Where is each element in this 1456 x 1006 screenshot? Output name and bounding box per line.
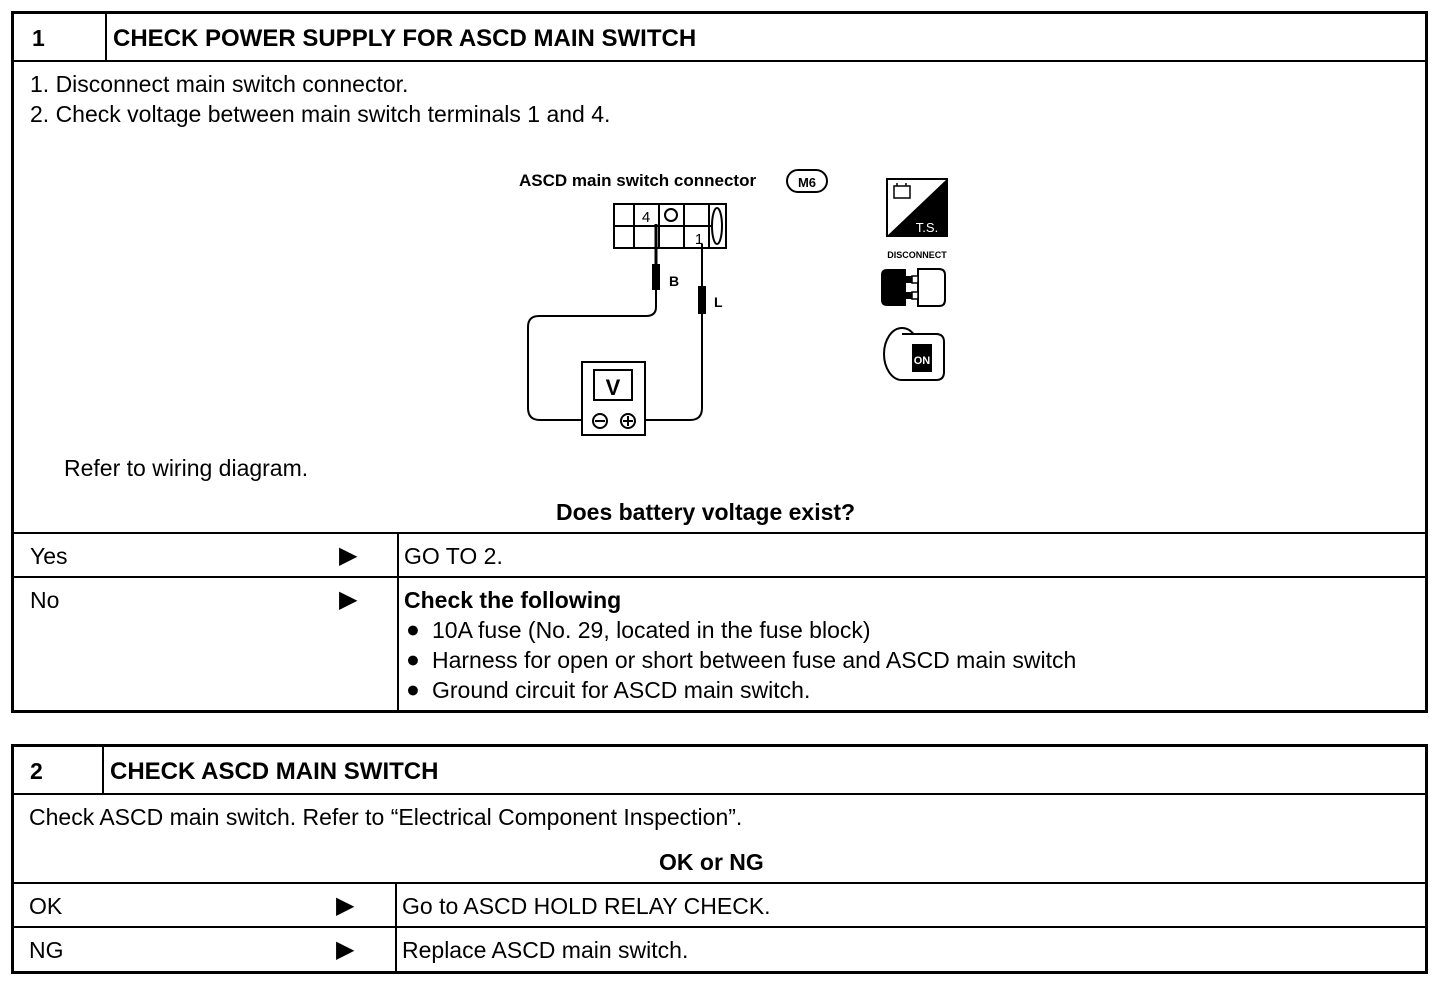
- wire-label-l: L: [714, 294, 723, 310]
- result-no-bullet-3: Ground circuit for ASCD main switch.: [432, 677, 811, 703]
- step1-title: CHECK POWER SUPPLY FOR ASCD MAIN SWITCH: [113, 25, 697, 52]
- step1-instruction-1: 1. Disconnect main switch connector.: [30, 71, 409, 97]
- step2-box: 2 CHECK ASCD MAIN SWITCH Check ASCD main…: [11, 744, 1428, 974]
- result-ok-action: Go to ASCD HOLD RELAY CHECK.: [402, 893, 771, 919]
- result-no-bullet-1: 10A fuse (No. 29, located in the fuse bl…: [432, 617, 871, 643]
- voltmeter-label: V: [606, 375, 621, 400]
- connector-code-badge: M6: [786, 169, 828, 193]
- ts-icon-label: T.S.: [916, 220, 938, 235]
- result-no-bullet-2: Harness for open or short between fuse a…: [432, 647, 1077, 673]
- voltmeter: [581, 361, 646, 436]
- voltage-check-diagram: ASCD main switch connector M6 4 1 B: [519, 169, 948, 436]
- step2-number-divider: [102, 747, 104, 793]
- result-yes-arrow-icon: ▶: [339, 542, 358, 569]
- step1-number: 1: [32, 25, 45, 51]
- result-yes-label: Yes: [30, 543, 68, 569]
- step2-results-column-divider: [395, 882, 397, 971]
- disconnect-icon-label: DISCONNECT: [887, 250, 947, 260]
- step1-results-top-divider: [14, 532, 1425, 534]
- step1-question: Does battery voltage exist?: [556, 499, 856, 525]
- step2-instruction: Check ASCD main switch. Refer to “Electr…: [29, 804, 743, 830]
- result-ng-action: Replace ASCD main switch.: [402, 937, 689, 963]
- probe-left: [652, 224, 660, 290]
- result-ok-arrow-icon: ▶: [336, 892, 355, 919]
- refer-wiring-text: Refer to wiring diagram.: [64, 455, 309, 481]
- terminal-4-label: 4: [642, 209, 650, 226]
- step1-box: 1 CHECK POWER SUPPLY FOR ASCD MAIN SWITC…: [11, 11, 1428, 713]
- connector-label: ASCD main switch connector: [519, 171, 756, 190]
- wire-right-lead: [630, 314, 703, 421]
- ignition-key-icon: [883, 327, 945, 381]
- wire-label-b: B: [669, 273, 679, 289]
- result-no-action-title: Check the following: [404, 587, 622, 613]
- connector-code: M6: [798, 175, 816, 190]
- result-no-label: No: [30, 587, 60, 613]
- step1-results-column-divider: [397, 532, 399, 713]
- step1-number-divider: [105, 14, 107, 60]
- result-no-bullet-dot: ●: [406, 676, 420, 702]
- step1-header-divider: [14, 60, 1425, 62]
- step2-title: CHECK ASCD MAIN SWITCH: [110, 758, 439, 785]
- result-no-bullet-dot: ●: [406, 616, 420, 642]
- result-no-bullet-dot: ●: [406, 646, 420, 672]
- result-ok-label: OK: [29, 893, 63, 919]
- ts-icon: [886, 178, 948, 237]
- step2-number: 2: [30, 758, 43, 784]
- connector-body: [613, 203, 727, 249]
- step2-results-top-divider: [14, 882, 1425, 884]
- probe-right: [698, 244, 706, 314]
- result-no-arrow-icon: ▶: [339, 586, 358, 613]
- disconnect-icon: [881, 268, 946, 307]
- result-yes-action: GO TO 2.: [404, 543, 503, 569]
- step2-question: OK or NG: [659, 849, 764, 875]
- terminal-1-label: 1: [695, 231, 703, 248]
- step2-header-divider: [14, 793, 1425, 795]
- result-ng-arrow-icon: ▶: [336, 936, 355, 963]
- wire-left-lead: [527, 290, 657, 421]
- ignition-key-label: ON: [914, 355, 931, 367]
- result-ng-label: NG: [29, 937, 64, 963]
- step1-results-row-divider: [14, 576, 1425, 578]
- step2-results-row-divider: [14, 926, 1425, 928]
- step1-instruction-2: 2. Check voltage between main switch ter…: [30, 101, 611, 127]
